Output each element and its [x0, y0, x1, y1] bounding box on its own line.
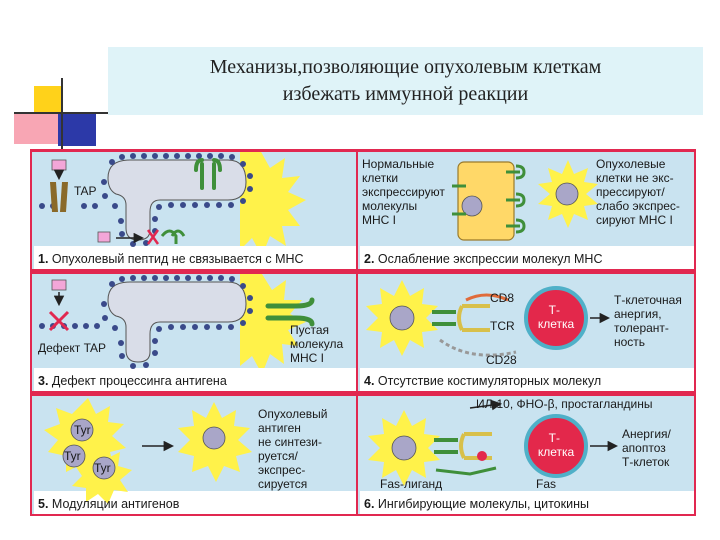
deco-pink-square — [14, 112, 58, 144]
panel-4: CD8 TCR CD28 Т- клетка Т-клеточная анерг… — [358, 274, 694, 391]
tyr-antigens — [62, 418, 116, 480]
panel-3-caption: 3. Дефект процессинга антигена — [38, 374, 227, 388]
ribosome-dots — [39, 275, 253, 369]
tumor-cell — [240, 274, 306, 374]
tumor-cell — [240, 152, 306, 256]
panel-6-caption-bg — [360, 491, 694, 514]
peptide-square-2 — [97, 231, 111, 243]
fas-complex — [434, 432, 497, 476]
cd8-label: CD8 — [490, 291, 514, 305]
cytokine-arrow — [469, 399, 503, 411]
tumor-cell-nucleus — [202, 426, 226, 450]
mhc-molecule — [194, 158, 222, 190]
normal-cell-mhc — [452, 164, 526, 234]
panel-1: TAP 1. Опухолевый пептид не связывается … — [32, 152, 356, 269]
page-title: Механизы,позволяющие опухолевым клеткам … — [108, 54, 703, 108]
panel-2-right-note: Опухолевые клетки не экс- прессируют/ сл… — [596, 157, 683, 227]
panel-4-caption-bg — [360, 368, 694, 391]
panel-1-caption: 1. Опухолевый пептид не связывается с МН… — [38, 252, 304, 266]
normal-cell-nucleus — [461, 195, 483, 217]
t-cell-label: Т- клетка — [538, 431, 575, 459]
panel-6: ИЛ-10, ФНО-β, простагландины Т- клетка А… — [358, 396, 694, 514]
empty-mhc-molecule — [265, 297, 315, 327]
panel-1-caption-bg — [34, 246, 356, 269]
blocked-x-icon — [48, 310, 70, 332]
tyr-label-1: Tyr — [74, 423, 91, 437]
ribosome-dots — [39, 153, 253, 247]
panel-3-note: Пустая молекула МНС I — [290, 323, 346, 365]
peptide-square — [51, 279, 67, 291]
tap-defect-label: Дефект TAP — [38, 341, 106, 355]
tyr-label-2: Tyr — [64, 449, 81, 463]
endoplasmic-reticulum — [107, 159, 247, 241]
mhc-tcr-complex — [432, 293, 517, 357]
tyr-label-3: Tyr — [94, 461, 111, 475]
panel-5: Tyr Tyr Tyr Опухолевый антиген не синтез… — [32, 396, 356, 514]
title-line-2: избежать иммунной реакции — [282, 83, 529, 105]
panel-5-caption-bg — [34, 491, 356, 514]
tap-label: TAP — [74, 184, 96, 198]
fas-label: Fas — [536, 477, 556, 491]
panel-3-caption-bg — [34, 368, 356, 391]
panel-5-note: Опухолевый антиген не синтези- руется/ э… — [258, 407, 331, 491]
tumor-cell-nucleus — [389, 305, 415, 331]
t-cell — [524, 286, 588, 350]
tap-transporter-icon — [50, 182, 68, 212]
deco-yellow-square — [34, 86, 62, 116]
panel-4-caption: 4. Отсутствие костимуляторных молекул — [364, 374, 601, 388]
panel-4-note: Т-клеточная анергия, толерант- ность — [614, 293, 685, 349]
panel-2-left-note: Нормальные клетки экспрессируют молекулы… — [362, 157, 448, 227]
blocked-x-icon — [146, 229, 160, 245]
title-box — [108, 47, 703, 115]
panel-6-caption: 6. Ингибирующие молекулы, цитокины — [364, 497, 589, 511]
fas-ligand-label: Fas-лиганд — [380, 477, 442, 491]
cd28-label: CD28 — [486, 353, 517, 367]
deco-blue-square — [58, 112, 96, 146]
panel-2: Нормальные клетки экспрессируют молекулы… — [358, 152, 694, 269]
panel-6-note: Анергия/ апоптоз Т-клеток — [622, 427, 674, 469]
title-line-1: Механизы,позволяющие опухолевым клеткам — [209, 56, 602, 78]
deco-horizontal-line — [14, 112, 108, 114]
panel-5-caption: 5. Модуляции антигенов — [38, 497, 180, 511]
tcr-label: TCR — [490, 319, 515, 333]
free-mhc-icon — [160, 229, 186, 244]
peptide-square — [51, 159, 67, 171]
panel-2-caption-bg — [360, 246, 694, 269]
panel-2-caption: 2. Ослабление экспрессии молекул МНС — [364, 252, 602, 266]
t-cell — [524, 414, 588, 478]
t-cell-label: Т- клетка — [538, 303, 575, 331]
endoplasmic-reticulum — [107, 281, 247, 363]
cytokine-label: ИЛ-10, ФНО-β, простагландины — [476, 397, 652, 411]
panel-3: Дефект TAP Пустая молекула МНС I 3. Дефе… — [32, 274, 356, 391]
deco-vertical-line — [61, 78, 63, 150]
tumor-cell-nucleus — [555, 182, 579, 206]
tumor-cell-nucleus — [391, 435, 417, 461]
